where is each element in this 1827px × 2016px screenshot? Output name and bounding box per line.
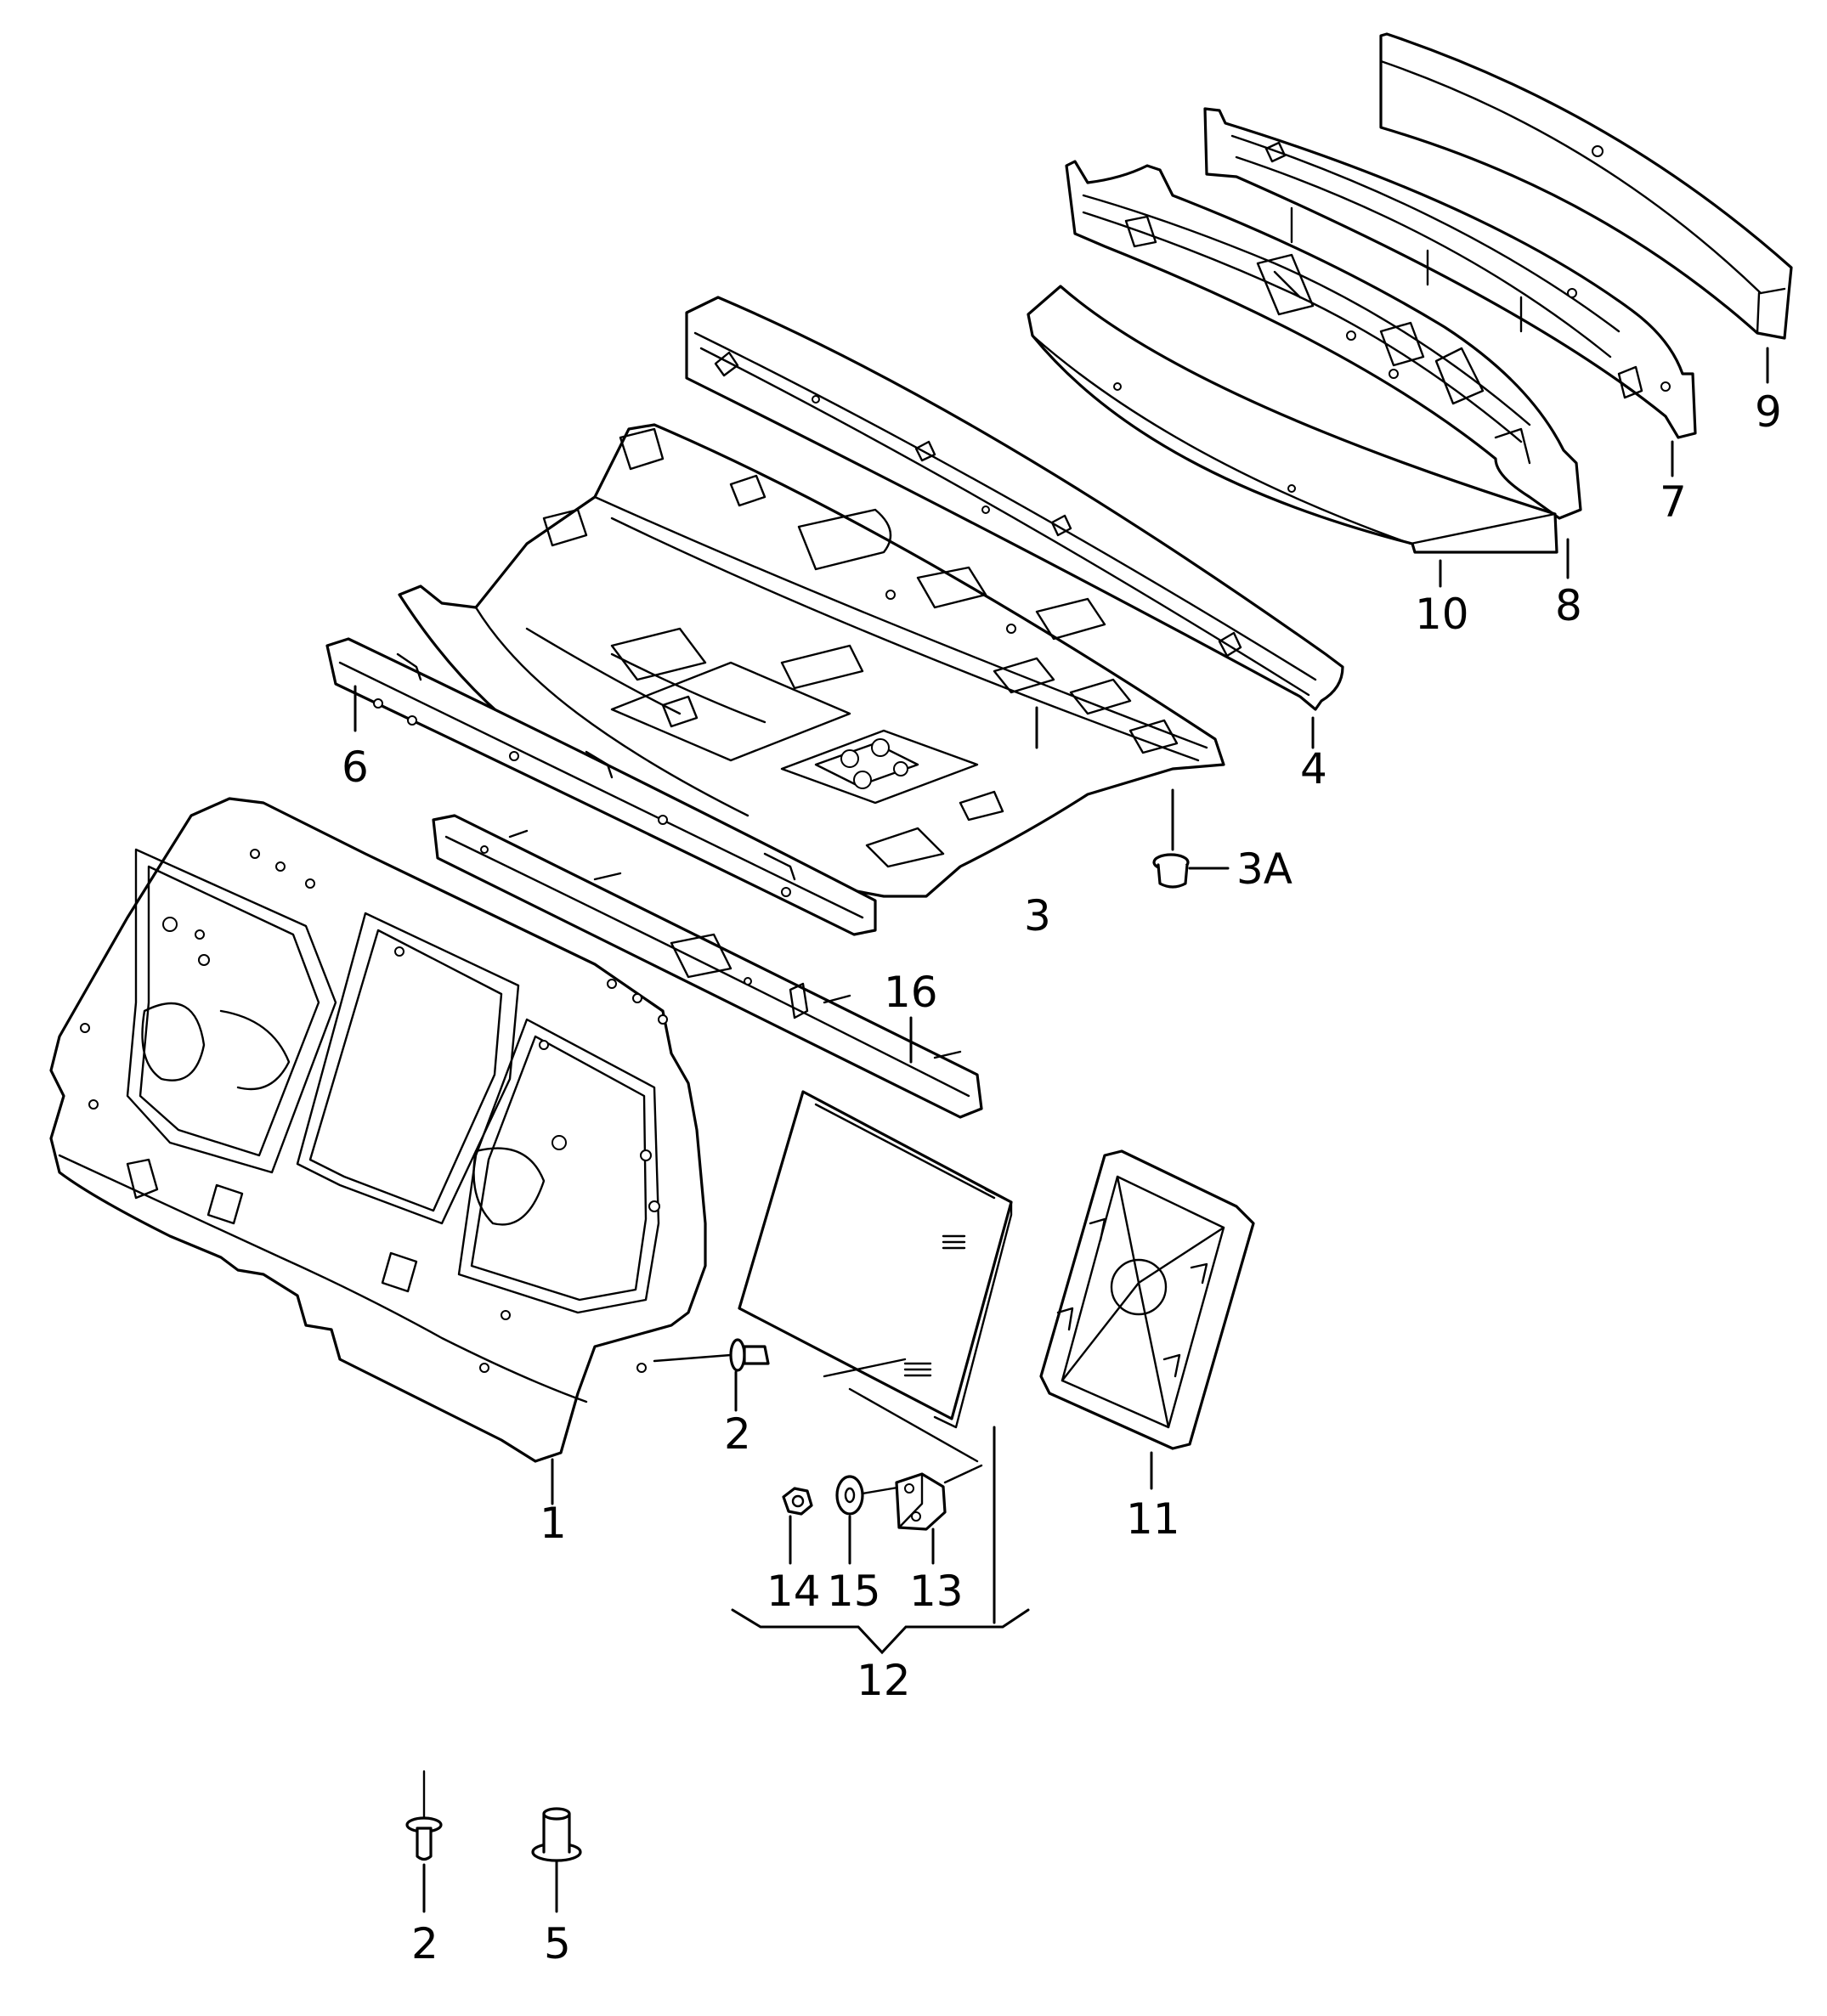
- callout-8: 8: [1555, 581, 1582, 630]
- part-3a-clip: [1152, 853, 1190, 889]
- part-2-rivet: [653, 1338, 770, 1372]
- callout-14: 14: [766, 1567, 821, 1616]
- part-9-crossmember: [1379, 32, 1793, 340]
- callout-13: 13: [909, 1567, 964, 1616]
- callout-labels: 1 2 3 3A 4 6 7 8 9 10 11 12 13 14 15 16 …: [342, 387, 1782, 1968]
- part-2-rivet-standalone: [405, 1770, 443, 1861]
- callout-3a: 3A: [1236, 844, 1292, 894]
- part-13-bracket: [895, 1464, 983, 1531]
- callout-12: 12: [857, 1656, 911, 1705]
- callout-5: 5: [544, 1919, 571, 1968]
- part-8-rear-panel-inner: [1065, 160, 1582, 520]
- callout-15: 15: [827, 1567, 881, 1616]
- callout-9: 9: [1755, 387, 1782, 437]
- part-5-rivet-nut: [531, 1807, 582, 1862]
- part-3-floor-panel: [398, 423, 1225, 898]
- part-11-frame: [1039, 1149, 1255, 1450]
- leader-lines: [354, 347, 1769, 1913]
- part-14-nut: [782, 1487, 813, 1516]
- part-4-roof-rail: [685, 296, 1344, 711]
- part-10-stiffener: [1027, 285, 1558, 554]
- callout-6: 6: [342, 743, 369, 792]
- callout-2-standalone: 2: [411, 1919, 438, 1968]
- part-12-glass-pane: [738, 1090, 1013, 1463]
- part-16-bracket-rail: [432, 814, 983, 1119]
- part-15-washer: [835, 1475, 904, 1516]
- part-7-reinforcement: [1203, 107, 1697, 439]
- callout-7: 7: [1660, 477, 1687, 527]
- callout-2: 2: [724, 1409, 751, 1459]
- callout-11: 11: [1126, 1494, 1180, 1544]
- callout-10: 10: [1415, 590, 1469, 639]
- callout-4: 4: [1300, 744, 1327, 793]
- part-6-cross-member: [325, 637, 877, 936]
- callout-16: 16: [884, 968, 938, 1017]
- callout-1: 1: [540, 1499, 567, 1548]
- callout-3: 3: [1024, 891, 1051, 940]
- part-1-bulkhead: [49, 797, 707, 1463]
